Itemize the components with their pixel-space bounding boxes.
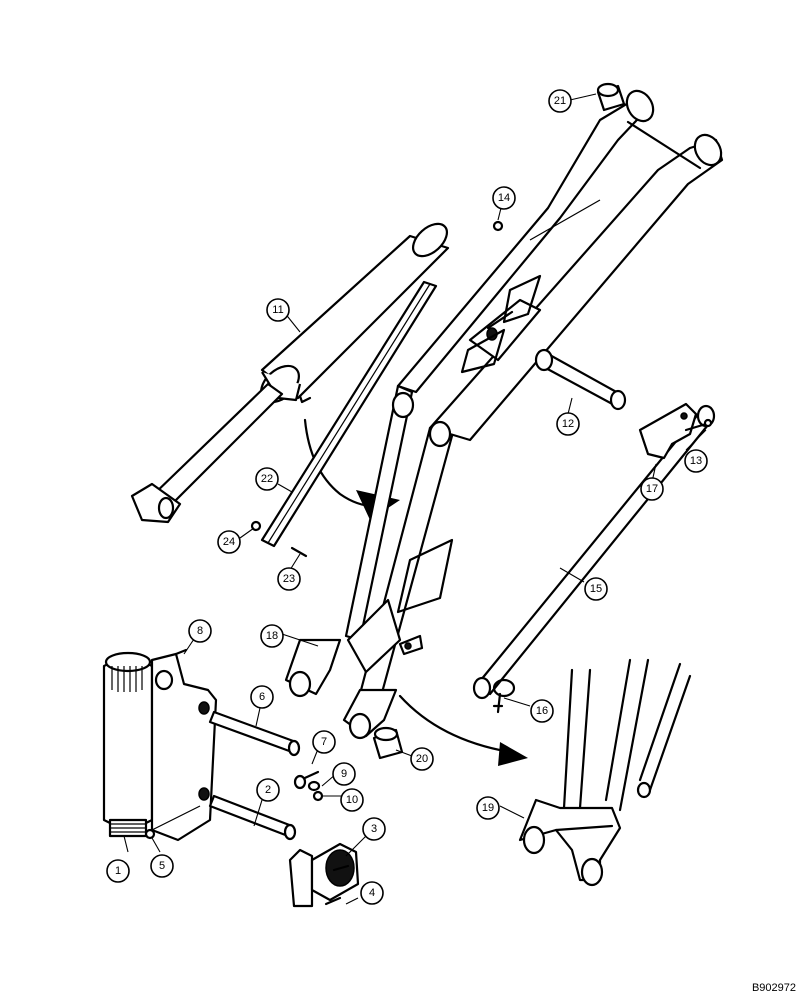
svg-text:24: 24: [223, 536, 235, 548]
small-hardware: [144, 648, 342, 906]
figure-id: B902972: [751, 982, 796, 994]
callout-3: 3: [362, 817, 386, 841]
callout-6: 6: [250, 685, 274, 709]
boom-pivot-pin: [534, 348, 627, 411]
bushing-20: [372, 726, 404, 760]
svg-text:7: 7: [321, 736, 327, 748]
svg-text:2: 2: [265, 784, 271, 796]
callout-2: 2: [256, 778, 280, 802]
bolt-7-assembly: [293, 770, 324, 802]
svg-text:13: 13: [690, 455, 702, 467]
callout-10: 10: [340, 788, 364, 812]
callout-5: 5: [150, 854, 174, 878]
svg-text:18: 18: [266, 630, 278, 642]
bushing-21: [596, 82, 626, 112]
svg-text:12: 12: [562, 418, 574, 430]
callout-9: 9: [332, 762, 356, 786]
callout-23: 23: [277, 567, 301, 591]
callout-20: 20: [410, 747, 434, 771]
callout-1: 1: [106, 859, 130, 883]
callout-17: 17: [640, 477, 664, 501]
pin-6: [208, 710, 301, 757]
callout-14: 14: [492, 186, 516, 210]
svg-text:10: 10: [346, 794, 358, 806]
wear-strip: [250, 280, 438, 558]
leveling-link: [472, 404, 716, 700]
callout-8: 8: [188, 619, 212, 643]
callout-22: 22: [255, 467, 279, 491]
svg-text:16: 16: [536, 705, 548, 717]
callout-15: 15: [584, 577, 608, 601]
callout-11: 11: [266, 298, 290, 322]
svg-text:9: 9: [341, 768, 347, 780]
hydraulic-cylinder: [130, 222, 450, 524]
callout-12: 12: [556, 412, 580, 436]
lynch-pin: [492, 678, 516, 714]
svg-text:8: 8: [197, 625, 203, 637]
assembly-arrow-lower: [398, 694, 528, 766]
callout-4: 4: [360, 881, 384, 905]
svg-text:1: 1: [115, 865, 121, 877]
svg-text:14: 14: [498, 192, 510, 204]
callout-24: 24: [217, 530, 241, 554]
svg-text:23: 23: [283, 573, 295, 585]
svg-text:5: 5: [159, 860, 165, 872]
boom-detail-view: [518, 658, 692, 887]
svg-text:6: 6: [259, 691, 265, 703]
stop-bracket: [288, 842, 360, 908]
mounting-bracket: [150, 652, 218, 842]
retaining-plate: [638, 402, 713, 460]
svg-text:4: 4: [369, 887, 375, 899]
callout-18: 18: [260, 624, 284, 648]
svg-text:3: 3: [371, 823, 377, 835]
lower-boom-pin: [398, 634, 424, 656]
callout-13: 13: [684, 449, 708, 473]
pin-2: [208, 794, 297, 841]
callout-21: 21: [548, 89, 572, 113]
pivot-post: [102, 651, 154, 838]
grease-fitting: [492, 220, 504, 232]
svg-text:11: 11: [272, 304, 283, 316]
svg-text:19: 19: [482, 802, 494, 814]
callout-19: 19: [476, 796, 500, 820]
callout-7: 7: [312, 730, 336, 754]
callout-16: 16: [530, 699, 554, 723]
svg-text:20: 20: [416, 753, 428, 765]
svg-text:17: 17: [646, 483, 658, 495]
svg-text:15: 15: [590, 583, 602, 595]
svg-text:21: 21: [554, 95, 566, 107]
svg-text:22: 22: [261, 473, 273, 485]
loader-boom: [284, 89, 724, 740]
